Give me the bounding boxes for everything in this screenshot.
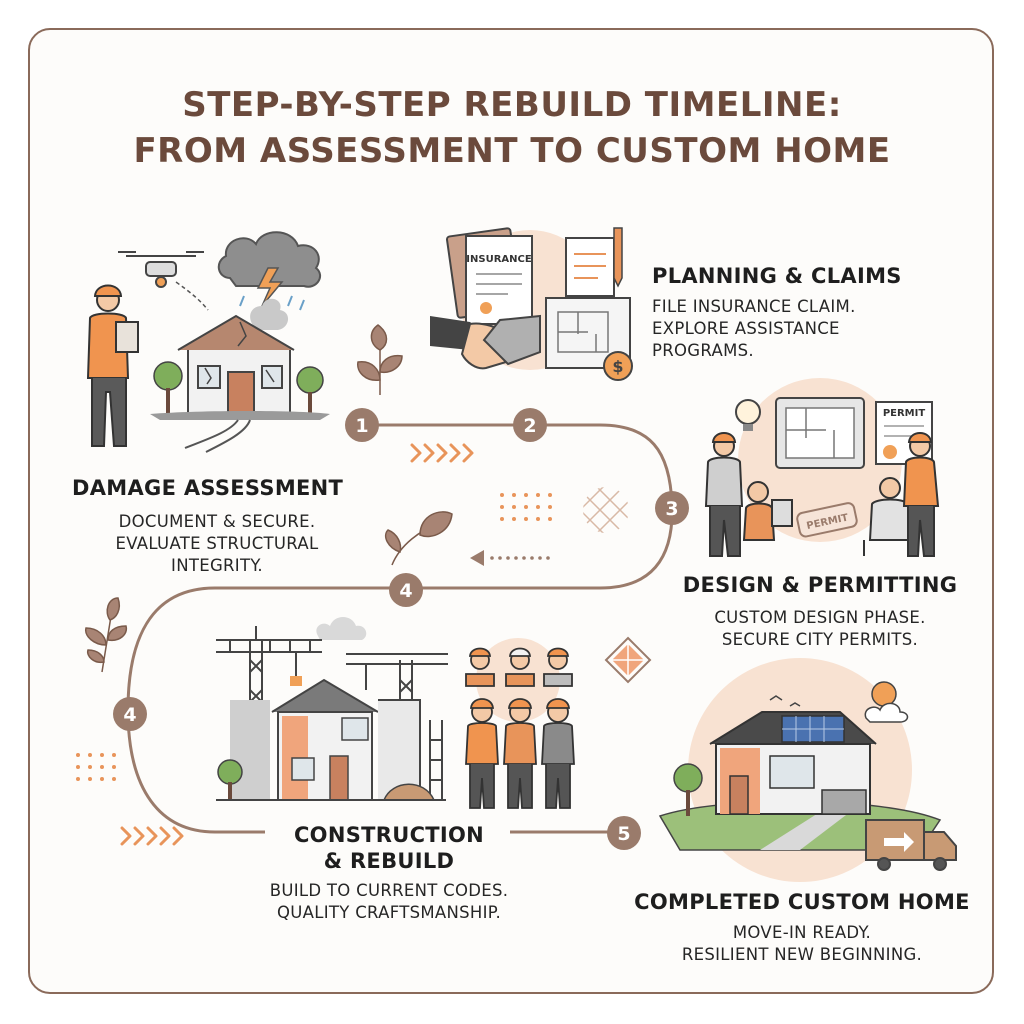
step-3-description: CUSTOM DESIGN PHASE. SECURE CITY PERMITS… [660,607,980,651]
diamond-decoration [604,636,652,684]
design-team-icon: PERMIT PERMIT [704,378,940,557]
dotted-arrow-left [470,550,550,566]
step-badge-1: 1 [345,408,379,442]
step-2-line-3: PROGRAMS. [652,341,754,360]
step-badge-4-alt: 4 [113,697,147,731]
title-line-1: STEP-BY-STEP REBUILD TIMELINE: [182,85,842,125]
timeline-path [126,423,674,834]
step-2-description: FILE INSURANCE CLAIM. EXPLORE ASSISTANCE… [652,296,856,362]
step-badge-3-number: 3 [665,498,678,520]
svg-text:$: $ [612,357,623,376]
permit-doc-label: PERMIT [883,408,926,419]
step-3-heading: DESIGN & PERMITTING [682,573,958,597]
insurance-doc-label: INSURANCE [466,254,532,265]
step-badge-5: 5 [607,816,641,850]
chevron-arrows-bottom [120,826,184,846]
step-4-description: BUILD TO CURRENT CODES. QUALITY CRAFTSMA… [244,880,534,924]
step-badge-4: 4 [389,573,423,607]
step-1-line-3: INTEGRITY. [171,556,263,575]
step-1-line-2: EVALUATE STRUCTURAL [115,534,319,553]
step-badge-4-number: 4 [399,580,412,602]
step-4-line-2: QUALITY CRAFTSMANSHIP. [276,903,501,922]
step-badge-2-number: 2 [523,415,536,437]
step-badge-1-number: 1 [355,415,368,437]
step-badge-4-alt-number: 4 [123,704,136,726]
step-2-line-1: FILE INSURANCE CLAIM. [652,297,856,316]
step-5-line-2: RESILIENT NEW BEGINNING. [681,945,923,964]
crosshatch-circle-decoration [583,487,629,533]
storm-damaged-house-icon [86,231,330,453]
step-5-description: MOVE-IN READY. RESILIENT NEW BEGINNING. [640,922,964,966]
step-4-heading-line-2: & REBUILD [323,849,455,873]
step-4-heading-line-1: CONSTRUCTION [293,823,485,847]
chevron-arrows-top [410,443,474,463]
dot-grid-decoration [500,493,552,521]
step-1-heading: DAMAGE ASSESSMENT [72,476,344,500]
step-4-heading: CONSTRUCTION & REBUILD [266,822,512,874]
step-2-heading: PLANNING & CLAIMS [652,264,902,288]
step-badge-3: 3 [655,491,689,525]
leaf-sprig-icon [384,511,453,566]
dot-grid-decoration [76,753,116,781]
page-title: STEP-BY-STEP REBUILD TIMELINE: FROM ASSE… [0,82,1024,174]
leaf-sprig-icon [85,597,128,673]
step-2-line-2: EXPLORE ASSISTANCE [652,319,840,338]
step-3-line-1: CUSTOM DESIGN PHASE. [714,608,926,627]
completed-home-icon [658,658,957,882]
step-badge-5-number: 5 [617,823,630,845]
step-5-line-1: MOVE-IN READY. [732,923,872,942]
step-4-line-1: BUILD TO CURRENT CODES. [269,881,509,900]
step-3-line-2: SECURE CITY PERMITS. [721,630,919,649]
step-1-description: DOCUMENT & SECURE. EVALUATE STRUCTURAL I… [86,511,348,577]
step-1-line-1: DOCUMENT & SECURE. [118,512,316,531]
construction-site-icon [216,617,575,809]
step-5-heading: COMPLETED CUSTOM HOME [634,890,970,914]
handshake-insurance-icon: INSURANCE $ [430,227,633,381]
title-line-2: FROM ASSESSMENT TO CUSTOM HOME [133,131,891,171]
leaf-sprig-icon [357,324,403,395]
step-badge-2: 2 [513,408,547,442]
